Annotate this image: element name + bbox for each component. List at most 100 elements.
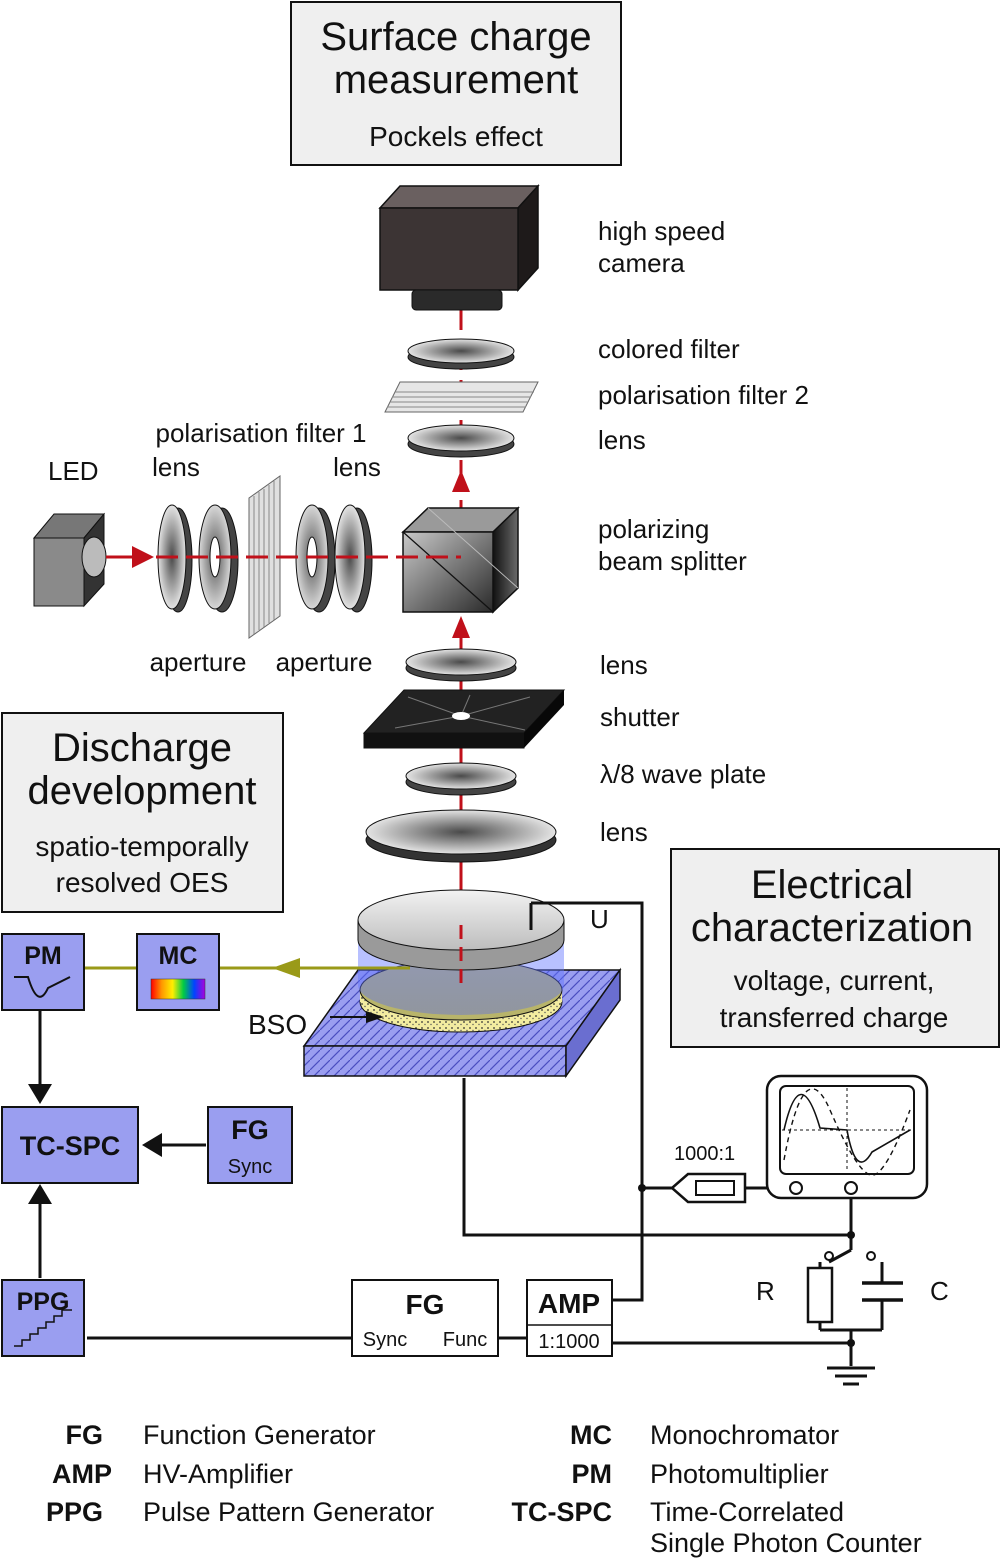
legend-text-pm: Photomultiplier xyxy=(650,1459,829,1489)
pm-to-tcspc-arrow xyxy=(28,1084,52,1104)
switch-contact-1 xyxy=(824,1251,834,1261)
surface-title-2: measurement xyxy=(334,58,579,102)
fiber-arrow xyxy=(272,958,300,978)
fg2-sync-label: Sync xyxy=(363,1329,407,1351)
amp-box: AMP 1:1000 xyxy=(526,1279,613,1357)
mc-box: MC xyxy=(136,933,220,1011)
probe-ratio-label: 1000:1 xyxy=(674,1143,735,1165)
fg-label: FG xyxy=(231,1115,269,1145)
led-icon xyxy=(32,512,107,608)
colored-filter-label: colored filter xyxy=(598,334,740,364)
electrical-subtitle-1: voltage, current, xyxy=(734,965,935,996)
voltage-label: U xyxy=(590,904,609,934)
capacitor-label: C xyxy=(930,1276,949,1306)
fg-sync-label: Sync xyxy=(228,1156,272,1178)
legend-abbr-ppg: PPG xyxy=(46,1497,103,1527)
wave-plate-label: λ/8 wave plate xyxy=(600,759,766,789)
lens-label-right: lens xyxy=(333,452,381,482)
aperture-label-left: aperture xyxy=(150,647,247,677)
surface-subtitle: Pockels effect xyxy=(369,121,543,152)
legend-abbr-fg: FG xyxy=(66,1420,104,1450)
lens-middle xyxy=(405,648,517,682)
ground-icon xyxy=(827,1366,875,1386)
shutter-icon xyxy=(362,689,566,749)
junction-dot-3 xyxy=(847,1339,855,1347)
discharge-panel: Discharge development spatio-temporally … xyxy=(1,712,284,913)
fg2-label: FG xyxy=(406,1289,445,1320)
legend-text-tcspc-2: Single Photon Counter xyxy=(650,1528,922,1558)
top-electrode xyxy=(357,889,565,971)
amp-label: AMP xyxy=(538,1288,600,1319)
pm-label: PM xyxy=(24,942,62,970)
ppg-label: PPG xyxy=(17,1288,70,1316)
led-label: LED xyxy=(48,456,99,486)
bso-label: BSO xyxy=(248,1009,307,1040)
beam-splitter-cube xyxy=(401,506,520,614)
probe-icon xyxy=(670,1172,747,1204)
lens-label-1: lens xyxy=(598,425,646,455)
tcspc-label: TC-SPC xyxy=(20,1131,121,1161)
lens-label-2: lens xyxy=(600,650,648,680)
legend-abbr-tcspc: TC-SPC xyxy=(512,1497,613,1527)
resistor-label: R xyxy=(756,1276,775,1306)
junction-dot xyxy=(638,1184,646,1192)
fg-to-tcspc-arrow xyxy=(142,1133,162,1157)
pol-filter-2-label: polarisation filter 2 xyxy=(598,380,809,410)
tcspc-box: TC-SPC xyxy=(1,1106,139,1184)
lens-label-left: lens xyxy=(152,452,200,482)
fg-sync-box: FG Sync xyxy=(207,1106,293,1184)
legend-text-fg: Function Generator xyxy=(143,1420,376,1450)
discharge-subtitle-1: spatio-temporally xyxy=(35,831,248,862)
bso-pointer-head xyxy=(366,1011,384,1023)
shutter-label: shutter xyxy=(600,702,680,732)
fg-function-box: FG Sync Func xyxy=(351,1279,499,1357)
surface-title-1: Surface charge xyxy=(320,15,591,59)
pm-box: PM xyxy=(1,933,85,1011)
aperture-left xyxy=(198,504,239,613)
lens-label-3: lens xyxy=(600,817,648,847)
mc-label: MC xyxy=(159,942,198,970)
discharge-title-2: development xyxy=(27,769,256,813)
capacitor-icon xyxy=(862,1281,903,1302)
lens-bottom xyxy=(365,809,557,863)
polarisation-filter-2 xyxy=(384,381,539,413)
aperture-label-right: aperture xyxy=(276,647,373,677)
legend-text-tcspc-1: Time-Correlated xyxy=(650,1497,844,1527)
discharge-title-1: Discharge xyxy=(52,726,232,770)
legend-abbr-amp: AMP xyxy=(52,1459,112,1489)
beam-arrow-up-1 xyxy=(452,470,470,492)
wave-plate-disc xyxy=(405,762,517,796)
legend-abbr-mc: MC xyxy=(570,1420,612,1450)
legend-text-amp: HV-Amplifier xyxy=(143,1459,293,1489)
switch-contact-2 xyxy=(866,1251,876,1261)
electrical-title-1: Electrical xyxy=(751,863,913,907)
camera-label-1: high speed xyxy=(598,216,725,246)
resistor-icon xyxy=(806,1266,834,1324)
electrical-subtitle-2: transferred charge xyxy=(720,1002,949,1033)
amp-ratio-label: 1:1000 xyxy=(538,1331,599,1353)
camera-label-2: camera xyxy=(598,248,685,278)
junction-dot-2 xyxy=(847,1231,855,1239)
staircase-icon xyxy=(14,1309,72,1347)
camera-icon xyxy=(378,184,540,311)
led-beam-arrow xyxy=(132,546,154,568)
pol-filter-1-label: polarisation filter 1 xyxy=(156,418,367,448)
legend: FG Function Generator AMP HV-Amplifier P… xyxy=(46,1420,922,1558)
pulse-icon xyxy=(14,976,71,998)
splitter-label-2: beam splitter xyxy=(598,546,747,576)
ppg-box: PPG xyxy=(1,1279,85,1357)
surface-charge-panel: Surface charge measurement Pockels effec… xyxy=(290,1,622,166)
legend-abbr-pm: PM xyxy=(572,1459,613,1489)
colored-filter-disc xyxy=(407,338,515,370)
beam-arrow-up-2 xyxy=(452,616,470,638)
lens-top xyxy=(407,424,515,458)
oscilloscope-icon xyxy=(765,1074,929,1200)
legend-text-mc: Monochromator xyxy=(650,1420,839,1450)
legend-text-ppg: Pulse Pattern Generator xyxy=(143,1497,434,1527)
ppg-to-tcspc-arrow xyxy=(28,1184,52,1204)
splitter-label-1: polarizing xyxy=(598,514,709,544)
electrical-panel: Electrical characterization voltage, cur… xyxy=(670,848,1000,1048)
fg2-func-label: Func xyxy=(443,1329,487,1351)
